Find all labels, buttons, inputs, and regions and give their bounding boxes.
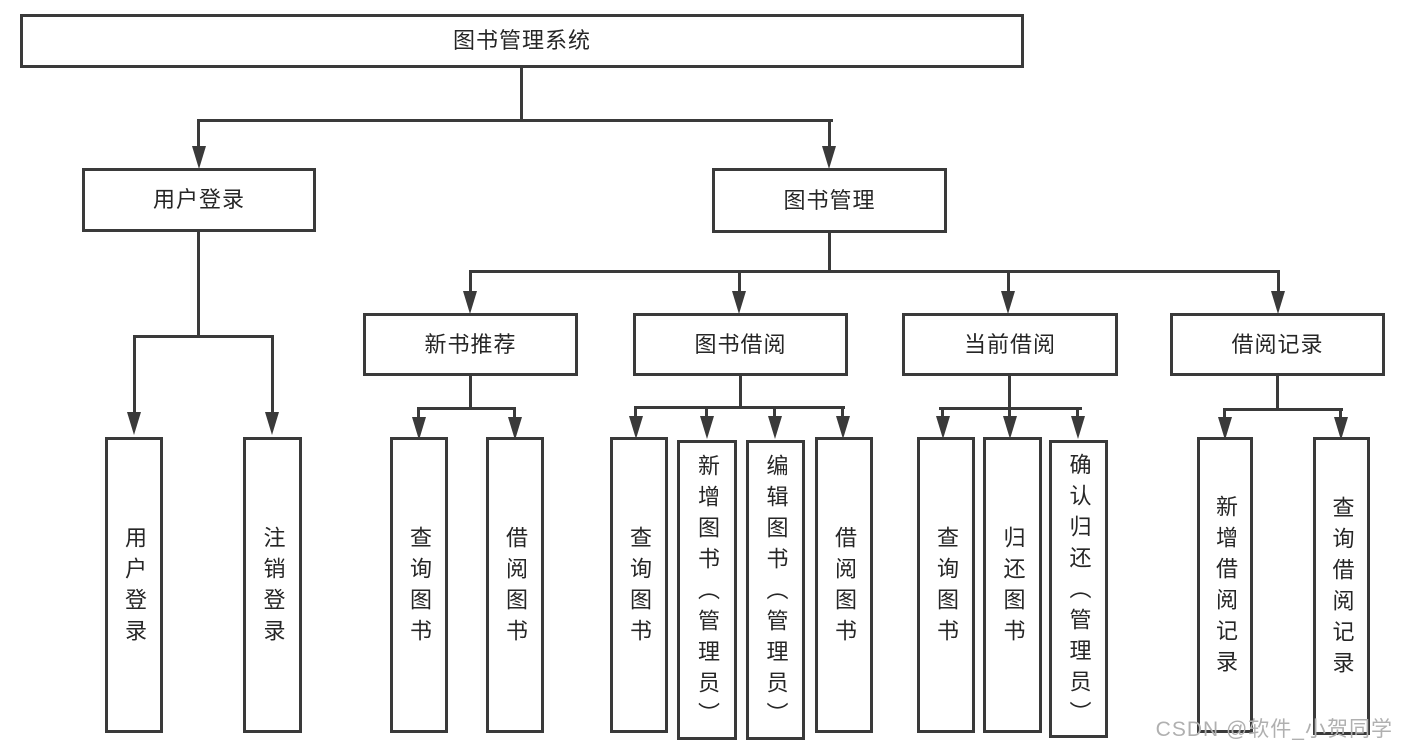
edge-current-borrow-stem (1008, 376, 1011, 409)
leaf-bb-add-books-admin: 新增图书（管理员） (677, 440, 737, 740)
edge-to-leaf-user-login (133, 335, 136, 413)
arrow-down-icon (1001, 291, 1015, 314)
edge-to-leaf-cb-confirm (1076, 407, 1079, 418)
arrow-down-icon (700, 416, 714, 439)
edge-root-stem (520, 68, 523, 122)
node-root: 图书管理系统 (20, 14, 1024, 68)
arrow-down-icon (1071, 416, 1085, 439)
arrow-down-icon (732, 291, 746, 314)
edge-new-book-rec-stem (469, 376, 472, 410)
arrow-down-icon (127, 412, 141, 435)
edge-to-leaf-bb-borrow (841, 406, 844, 418)
arrow-down-icon (936, 416, 950, 439)
arrow-down-icon (192, 146, 206, 169)
leaf-cb-return-books: 归还图书 (983, 437, 1042, 733)
edge-book-mgmt-stem (828, 233, 831, 272)
edge-borrow-records-stem (1276, 376, 1279, 410)
node-book-mgmt: 图书管理 (712, 168, 947, 233)
edge-book-borrow-rail (634, 406, 845, 409)
edge-to-book-mgmt (828, 119, 831, 149)
leaf-bb-edit-books-admin: 编辑图书（管理员） (746, 440, 805, 740)
leaf-cb-query-books: 查询图书 (917, 437, 975, 733)
arrow-down-icon (836, 416, 850, 439)
arrow-down-icon (463, 291, 477, 314)
edge-user-login-stem (197, 232, 200, 338)
edge-to-book-borrow (738, 270, 741, 293)
arrow-down-icon (1334, 417, 1348, 440)
edge-to-leaf-nb-borrow (513, 407, 516, 419)
leaf-nb-query-books: 查询图书 (390, 437, 448, 733)
edge-to-leaf-bb-query (634, 406, 637, 418)
edge-to-leaf-bb-edit (773, 406, 776, 418)
edge-book-borrow-stem (739, 376, 742, 409)
edge-borrow-records-rail (1223, 408, 1343, 411)
node-borrow-records: 借阅记录 (1170, 313, 1385, 376)
edge-to-leaf-logout (271, 335, 274, 413)
arrow-down-icon (1218, 417, 1232, 440)
edge-level3-rail (469, 270, 1280, 273)
leaf-bb-query-books: 查询图书 (610, 437, 668, 733)
leaf-cb-confirm-return-admin: 确认归还（管理员） (1049, 440, 1108, 738)
arrow-down-icon (1003, 416, 1017, 439)
edge-user-login-rail (133, 335, 274, 338)
arrow-down-icon (629, 416, 643, 439)
leaf-user-login: 用户登录 (105, 437, 163, 733)
csdn-watermark: CSDN @软件_小贺同学 (1155, 718, 1393, 741)
edge-to-new-book-rec (469, 270, 472, 293)
node-current-borrow: 当前借阅 (902, 313, 1118, 376)
leaf-bb-borrow-books: 借阅图书 (815, 437, 873, 733)
edge-new-book-rec-rail (417, 407, 516, 410)
edge-to-leaf-cb-query (941, 407, 944, 418)
node-new-book-rec: 新书推荐 (363, 313, 578, 376)
node-book-borrow: 图书借阅 (633, 313, 848, 376)
arrow-down-icon (822, 146, 836, 169)
edge-to-leaf-bb-add (705, 406, 708, 418)
edge-to-leaf-nb-query (417, 407, 420, 419)
edge-level2-rail (197, 119, 833, 122)
edge-to-leaf-br-query (1339, 408, 1342, 418)
arrow-down-icon (265, 412, 279, 435)
edge-to-user-login (197, 119, 200, 149)
edge-to-leaf-cb-return (1008, 407, 1011, 418)
edge-to-borrow-records (1277, 270, 1280, 293)
leaf-br-query-record: 查询借阅记录 (1313, 437, 1370, 735)
edge-to-current-borrow (1007, 270, 1010, 293)
leaf-nb-borrow-books: 借阅图书 (486, 437, 544, 733)
arrow-down-icon (768, 416, 782, 439)
arrow-down-icon (508, 417, 522, 440)
node-user-login: 用户登录 (82, 168, 316, 232)
arrow-down-icon (1271, 291, 1285, 314)
leaf-logout: 注销登录 (243, 437, 302, 733)
arrow-down-icon (412, 417, 426, 440)
edge-to-leaf-br-add (1223, 408, 1226, 418)
leaf-br-add-record: 新增借阅记录 (1197, 437, 1253, 733)
